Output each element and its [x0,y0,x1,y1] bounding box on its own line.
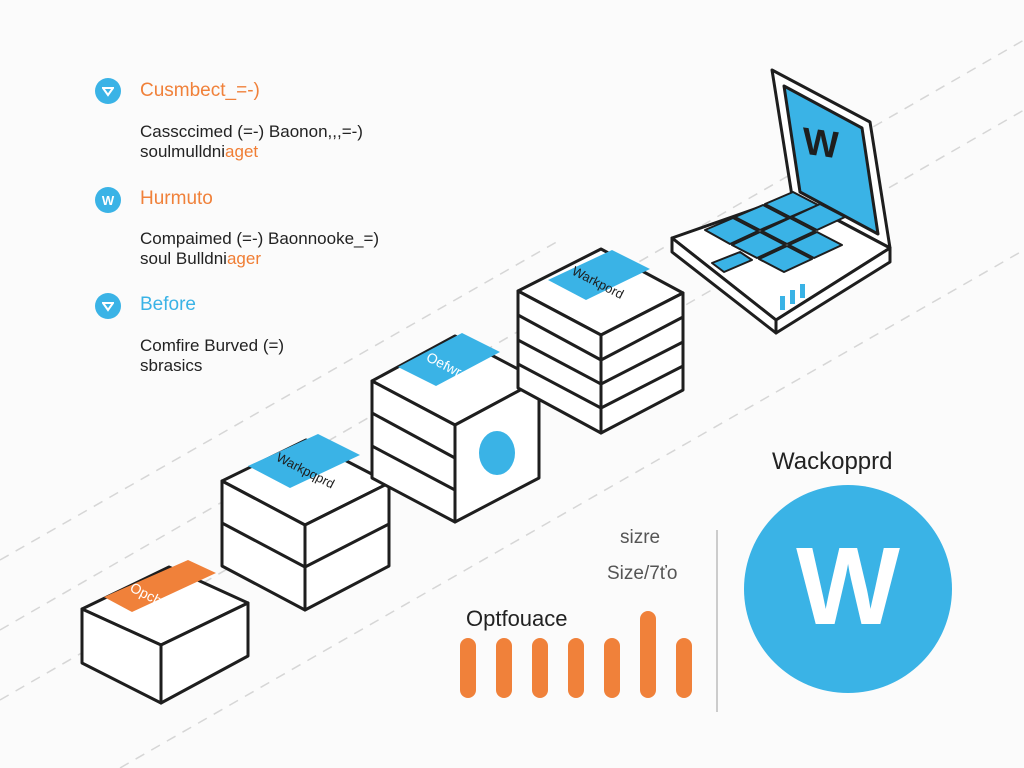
mini-chart-title: Optfouace [466,606,568,631]
legend-chevron-icon-3 [95,293,121,319]
legend-desc-3-line2: sbrasics [140,356,203,375]
mini-chart-bar [496,638,512,698]
mini-chart-bar [568,638,584,698]
legend-desc-1-line2: soulmulldni [140,142,226,161]
legend-desc-2: Compaimed (=-) Baonnooke_=) soul Bulldni… [140,229,379,269]
brand-logo-circle [744,485,952,693]
stack-block-1 [80,560,250,705]
legend-desc-2-line1: Compaimed (=-) Baonnooke_=) [140,229,380,248]
mini-chart-bar [532,638,548,698]
stack-block-2 [220,434,391,612]
mini-chart-bar [604,638,620,698]
legend-desc-1-line1: Cassccimed (=-) Baonon,,,=-) [140,122,363,141]
w-icon: W [95,187,121,213]
mini-chart-bar [640,611,656,698]
mini-chart-bar [676,638,692,698]
legend-desc-2-accent: ager [226,249,261,268]
legend-desc-3-line1: Comfire Burved (=) [140,336,285,355]
mini-chart-bars [460,611,692,698]
legend-title-3: Before [140,294,196,315]
brand-logo-letter: W [796,525,900,648]
stack-block-4 [516,247,685,435]
legend-desc-1: Cassccimed (=-) Baonon,,,=-) soulmulldni… [140,122,363,162]
stack-block-3 [370,333,541,524]
legend-title-2: Hurmuto [140,188,213,209]
legend-chevron-icon-1 [95,78,121,104]
laptop-illustration [670,68,892,335]
legend-desc-1-accent: aget [225,142,259,161]
legend-desc-2-line2: soul Bulldni [140,249,227,268]
mini-chart-label-2: Size/7ťo [607,563,678,584]
brand-name: Wackopprd [772,448,893,475]
mini-chart-bar [460,638,476,698]
background-dashed-lines [0,39,1024,768]
laptop-ports [780,284,805,310]
legend-title-1: Cusmbect_=-) [140,80,260,101]
laptop-screen-letter: W [803,120,839,168]
laptop-keyboard [704,191,846,273]
legend-desc-3: Comfire Burved (=) sbrasics [140,336,284,376]
mini-chart-label-1: sizre [620,527,661,548]
